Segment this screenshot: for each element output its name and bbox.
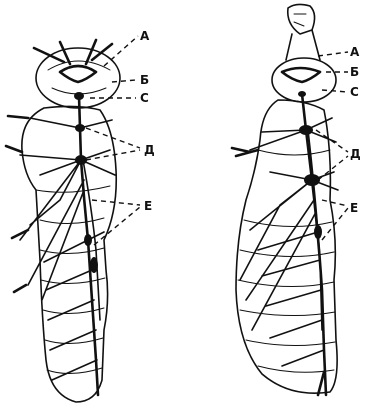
right-neck: [286, 30, 320, 60]
left-legs: [6, 116, 28, 292]
left-label-e: Е: [144, 199, 152, 213]
right-label-c: С: [350, 85, 359, 99]
right-label-b: Б: [350, 65, 359, 79]
right-head-top: [288, 4, 315, 34]
left-label-a: А: [140, 29, 150, 43]
left-thorax-line: [36, 186, 110, 192]
right-label-d: Д: [350, 147, 361, 161]
left-specimen: [6, 36, 140, 402]
right-label-e: Е: [350, 201, 358, 215]
right-body-outline: [236, 100, 337, 393]
left-label-d: Д: [144, 143, 155, 157]
right-label-a: А: [350, 45, 360, 59]
right-head-inner: [294, 14, 306, 26]
left-antenna: [34, 40, 112, 64]
right-thorax-line: [258, 150, 330, 155]
right-specimen: [232, 4, 348, 395]
left-brain: [60, 66, 96, 82]
left-body-outline: [22, 106, 116, 402]
right-brain: [282, 68, 320, 82]
left-label-b: Б: [140, 73, 149, 87]
left-label-c: С: [140, 91, 149, 105]
